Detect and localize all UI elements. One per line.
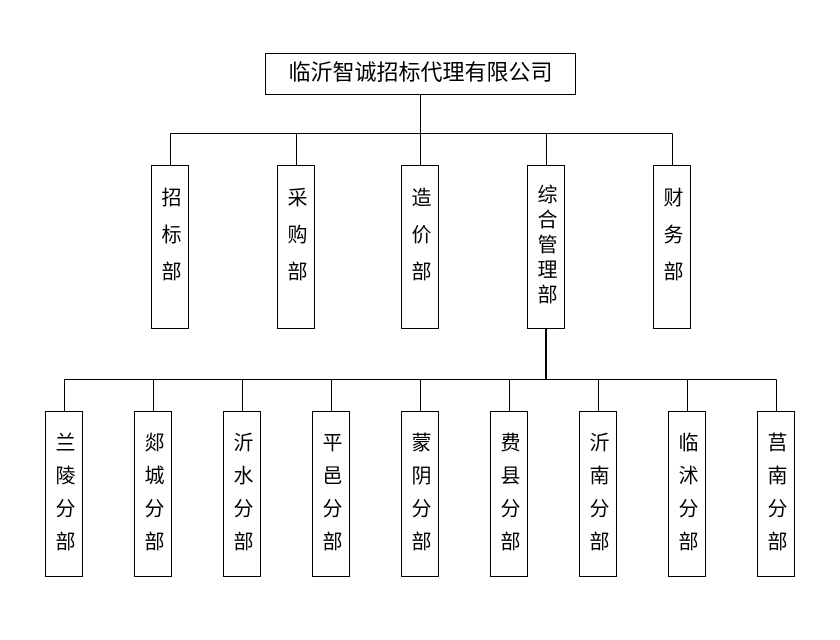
department-box-general-management: 综合管理部: [527, 165, 565, 329]
department-label: 综合管理部: [534, 184, 558, 309]
department-label: 造价部: [408, 187, 432, 298]
department-box-procurement: 采购部: [277, 165, 315, 329]
department-label: 财务部: [660, 187, 684, 298]
branch-box: 临沭分部: [668, 411, 706, 577]
branch-label: 临沭分部: [675, 432, 699, 564]
branch-label: 平邑分部: [319, 432, 343, 564]
branch-label: 蒙阴分部: [408, 432, 432, 564]
department-label: 招标部: [158, 187, 182, 298]
branch-label: 费县分部: [497, 432, 521, 564]
department-box-finance: 财务部: [653, 165, 691, 329]
department-label: 采购部: [284, 187, 308, 298]
branch-label: 莒南分部: [764, 432, 788, 564]
branch-box: 沂水分部: [223, 411, 261, 577]
branch-label: 沂南分部: [586, 432, 610, 564]
department-box-bidding: 招标部: [151, 165, 189, 329]
branch-box: 蒙阴分部: [401, 411, 439, 577]
branch-box: 平邑分部: [312, 411, 350, 577]
department-box-costing: 造价部: [401, 165, 439, 329]
branch-label: 沂水分部: [230, 432, 254, 564]
branch-box: 郯城分部: [134, 411, 172, 577]
branch-box: 费县分部: [490, 411, 528, 577]
company-name: 临沂智诚招标代理有限公司: [288, 61, 553, 86]
branch-box: 莒南分部: [757, 411, 795, 577]
company-box: 临沂智诚招标代理有限公司: [265, 53, 576, 95]
branch-box: 兰陵分部: [45, 411, 83, 577]
branch-label: 郯城分部: [141, 432, 165, 564]
branch-label: 兰陵分部: [52, 432, 76, 564]
branch-box: 沂南分部: [579, 411, 617, 577]
